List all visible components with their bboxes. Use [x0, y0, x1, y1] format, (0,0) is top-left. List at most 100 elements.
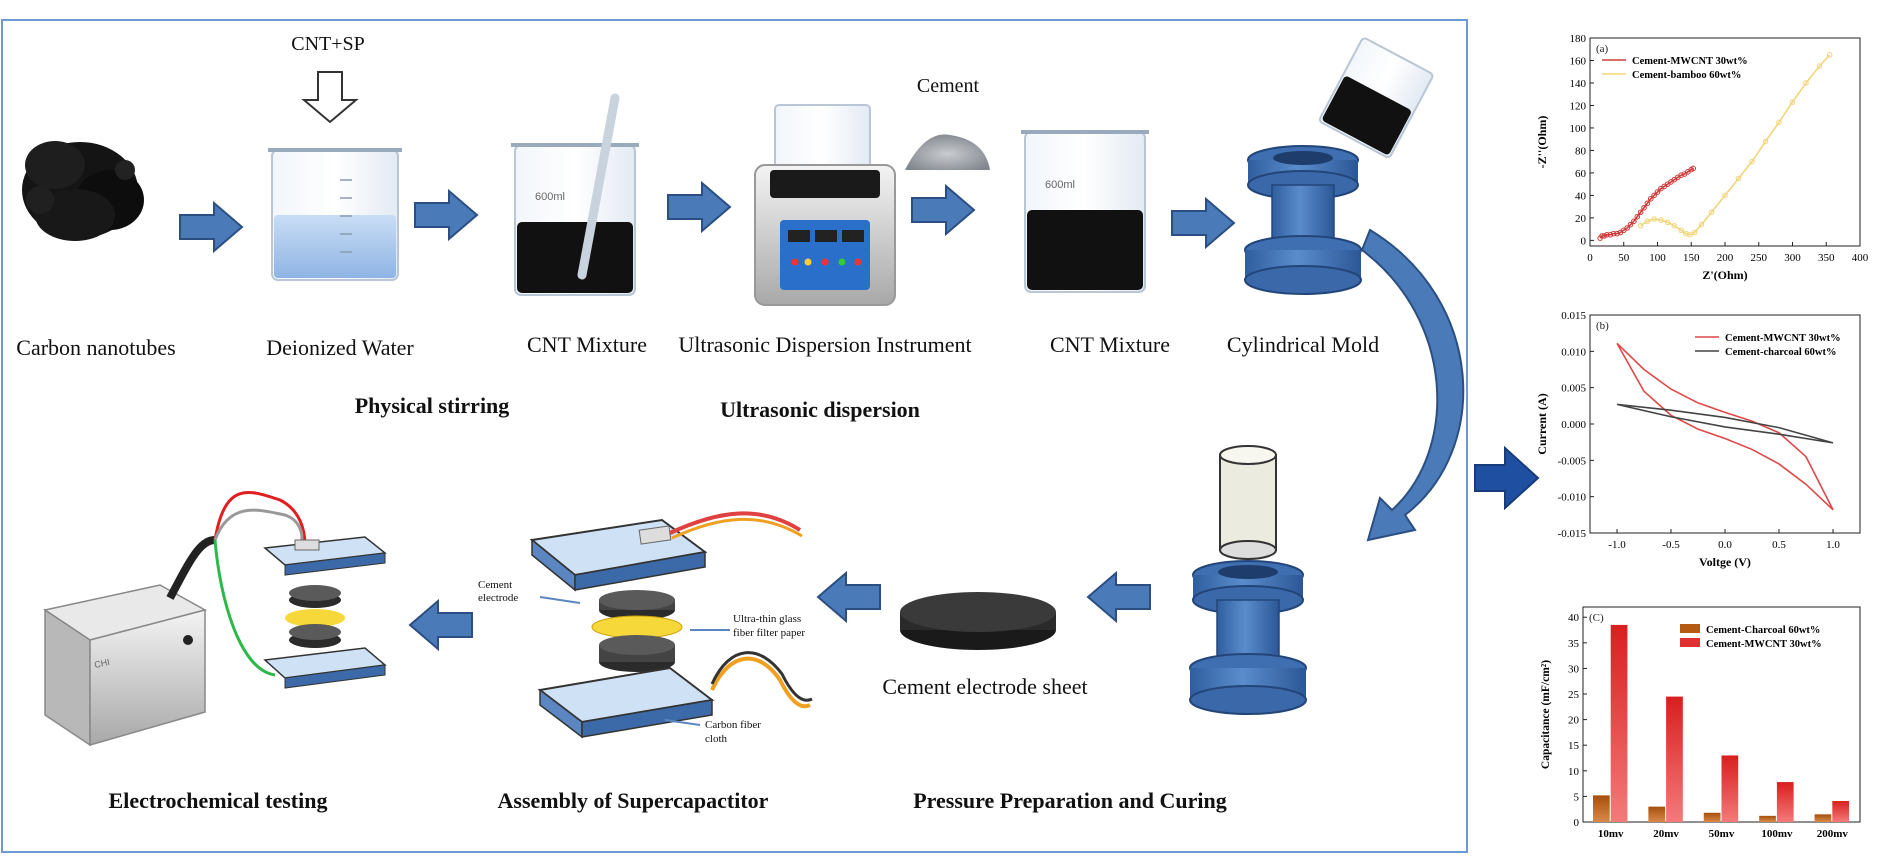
- data-point: [1789, 99, 1796, 105]
- y-tick-label: 10: [1568, 766, 1580, 778]
- bar-0-3: [1759, 815, 1776, 822]
- step-label-carbon-nanotubes: Carbon nanotubes: [16, 335, 175, 360]
- y-tick-label: 25: [1568, 689, 1580, 701]
- x-tick-label: 1.0: [1826, 539, 1840, 551]
- y-tick-label: 30: [1568, 663, 1580, 675]
- data-point: [1658, 217, 1664, 223]
- data-point: [1644, 218, 1651, 225]
- data-point: [1691, 229, 1698, 236]
- data-point: [1816, 63, 1823, 69]
- x-tick-label: 0.5: [1772, 539, 1786, 551]
- data-point: [1671, 222, 1678, 229]
- step-label-ultrasonic-instrument: Ultrasonic Dispersion Instrument: [678, 332, 971, 357]
- y-tick-label: 0.015: [1561, 310, 1586, 322]
- data-point: [1637, 209, 1644, 216]
- device-brand-text: CHI: [93, 657, 110, 670]
- y-tick-label: 35: [1568, 638, 1580, 650]
- x-axis-label: Voltge (V): [1699, 555, 1751, 569]
- flow-arrow-5: [1171, 198, 1235, 248]
- data-point: [1641, 204, 1647, 211]
- assembly-label-cloth-2: cloth: [705, 733, 727, 745]
- x-tick-label: 200: [1717, 252, 1734, 264]
- assembly-label-cement-2: electrode: [478, 592, 518, 604]
- flow-arrow-1: [179, 202, 243, 252]
- cnt-mixture-beaker-icon: 600ml: [511, 93, 639, 296]
- x-tick-label: 350: [1818, 252, 1835, 264]
- pouring-beaker-icon: [1318, 37, 1434, 159]
- process-panel-border: [1, 19, 1468, 853]
- data-point: [1614, 230, 1620, 237]
- stage-title-pressure: Pressure Preparation and Curing: [913, 788, 1227, 813]
- y-tick-label: 180: [1570, 33, 1587, 45]
- y-axis-label: Capacitance (mF/cm²): [1540, 660, 1552, 769]
- data-point: [1654, 189, 1661, 195]
- y-tick-label: 160: [1570, 55, 1587, 67]
- x-tick-label: 0: [1587, 252, 1593, 264]
- y-tick-label: 20: [1568, 715, 1580, 727]
- panel-tag: (C): [1589, 612, 1604, 624]
- data-point: [1722, 192, 1728, 199]
- cylindrical-mold-icon: [1244, 145, 1362, 295]
- y-axis-label: -Z''(Ohm): [1535, 116, 1549, 169]
- bar-1-2: [1721, 755, 1739, 822]
- stage-title-ultrasonic-dispersion: Ultrasonic dispersion: [720, 397, 920, 422]
- cement-powder-icon: [905, 134, 990, 170]
- assembly-label-cement-1: Cement: [478, 579, 512, 591]
- legend-label: Cement-MWCNT 30wt%: [1725, 333, 1841, 344]
- ultrasonic-instrument-icon: [754, 104, 896, 306]
- assembly-label-filter-1: Ultra-thin glass: [733, 613, 801, 625]
- beaker-volume-mark-2: 600ml: [1045, 179, 1075, 191]
- legend-label: Cement-MWCNT 30wt%: [1706, 639, 1822, 650]
- y-tick-label: 0.010: [1561, 346, 1586, 358]
- x-tick-label: 0.0: [1718, 539, 1732, 551]
- y-tick-label: 0.000: [1561, 419, 1586, 431]
- panel-tag: (a): [1596, 43, 1609, 55]
- legend-swatch: [1680, 624, 1700, 633]
- cnt-sp-label: CNT+SP: [291, 33, 365, 55]
- category-label: 200mv: [1817, 828, 1849, 840]
- bar-0-1: [1648, 806, 1666, 822]
- data-point: [1631, 218, 1637, 225]
- flow-arrow-7: [817, 572, 881, 622]
- assembly-label-filter-2: fiber filter paper: [733, 627, 805, 639]
- data-point: [1678, 227, 1684, 234]
- bar-0-2: [1703, 812, 1721, 822]
- category-label: 50mv: [1709, 828, 1735, 840]
- y-tick-label: 0: [1574, 817, 1580, 829]
- data-point: [1651, 192, 1657, 199]
- data-point: [1651, 216, 1657, 222]
- step-label-cnt-mixture-2: CNT Mixture: [1050, 332, 1170, 357]
- x-tick-label: 300: [1784, 252, 1801, 264]
- stage-title-assembly: Assembly of Supercapactitor: [498, 788, 769, 813]
- stage-title-electrochemical-testing: Electrochemical testing: [109, 788, 328, 813]
- legend-swatch: [1680, 638, 1700, 647]
- data-point: [1664, 219, 1671, 226]
- y-tick-label: 100: [1570, 123, 1587, 135]
- x-tick-label: -0.5: [1662, 539, 1680, 551]
- data-point: [1647, 195, 1654, 202]
- cnt-mixture-beaker-2-icon: 600ml: [1021, 130, 1149, 293]
- legend-label: Cement-MWCNT 30wt%: [1632, 56, 1748, 67]
- x-tick-label: 400: [1852, 252, 1869, 264]
- series-line-0: [1599, 167, 1694, 239]
- data-point: [1690, 165, 1697, 172]
- add-down-arrow-icon: [301, 71, 359, 124]
- data-point: [1610, 230, 1617, 237]
- assembly-label-cloth-1: Carbon fiber: [705, 719, 761, 731]
- step-label-cylindrical-mold: Cylindrical Mold: [1227, 332, 1379, 357]
- x-axis-label: Z'(Ohm): [1702, 268, 1747, 282]
- electrochemical-workstation-icon: CHI: [43, 490, 387, 747]
- cement-electrode-sheet-icon: [900, 592, 1056, 650]
- water-beaker-icon: [268, 148, 402, 281]
- curved-flow-arrow: [1360, 228, 1465, 542]
- bar-0-0: [1592, 795, 1610, 822]
- data-point: [1634, 213, 1641, 220]
- cement-label: Cement: [917, 75, 980, 97]
- flow-arrow-3: [667, 182, 731, 232]
- y-tick-label: 0.005: [1561, 383, 1586, 395]
- data-point: [1776, 119, 1782, 126]
